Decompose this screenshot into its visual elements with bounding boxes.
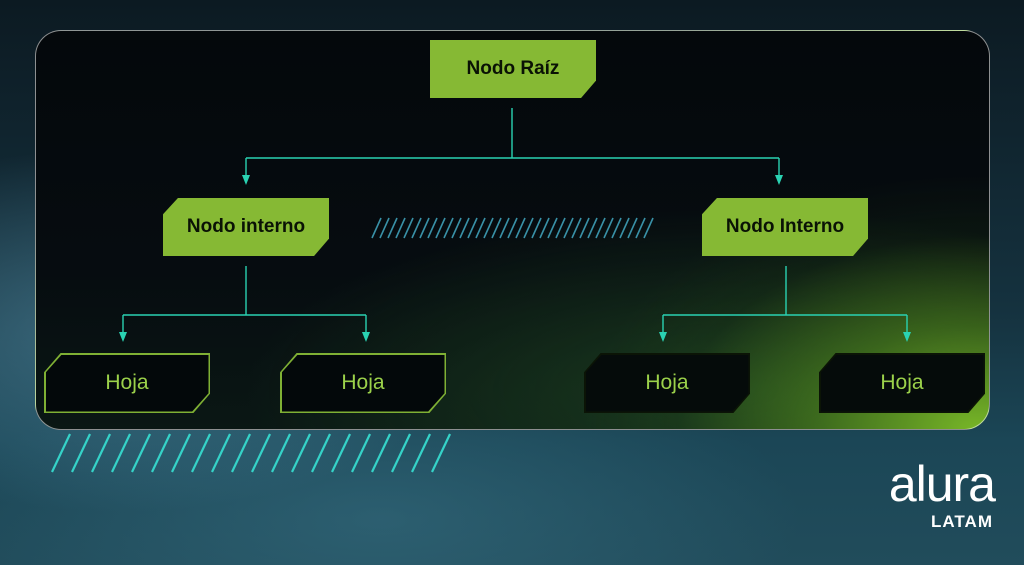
brand-region: LATAM (931, 512, 993, 531)
root-node: Nodo Raíz (430, 40, 596, 98)
internal-node-left: Nodo interno (163, 198, 329, 256)
brand-name: alura (888, 456, 996, 512)
internal-node-right-label: Nodo Interno (725, 216, 845, 237)
root-node-label: Nodo Raíz (466, 58, 560, 79)
leaf-node-1-label: Hoja (105, 371, 149, 394)
leaf-node-4: Hoja (819, 353, 985, 413)
leaf-node-2: Hoja (280, 353, 446, 413)
internal-node-right: Nodo Interno (702, 198, 868, 256)
leaf-node-3-label: Hoja (645, 371, 689, 394)
hatch-decoration-bottom (51, 433, 451, 473)
leaf-node-4-label: Hoja (880, 371, 924, 394)
leaf-node-2-label: Hoja (341, 371, 385, 394)
leaf-node-3: Hoja (584, 353, 750, 413)
internal-node-left-label: Nodo interno (186, 216, 306, 237)
leaf-node-1: Hoja (44, 353, 210, 413)
alura-latam-logo: alura LATAM (870, 456, 996, 538)
